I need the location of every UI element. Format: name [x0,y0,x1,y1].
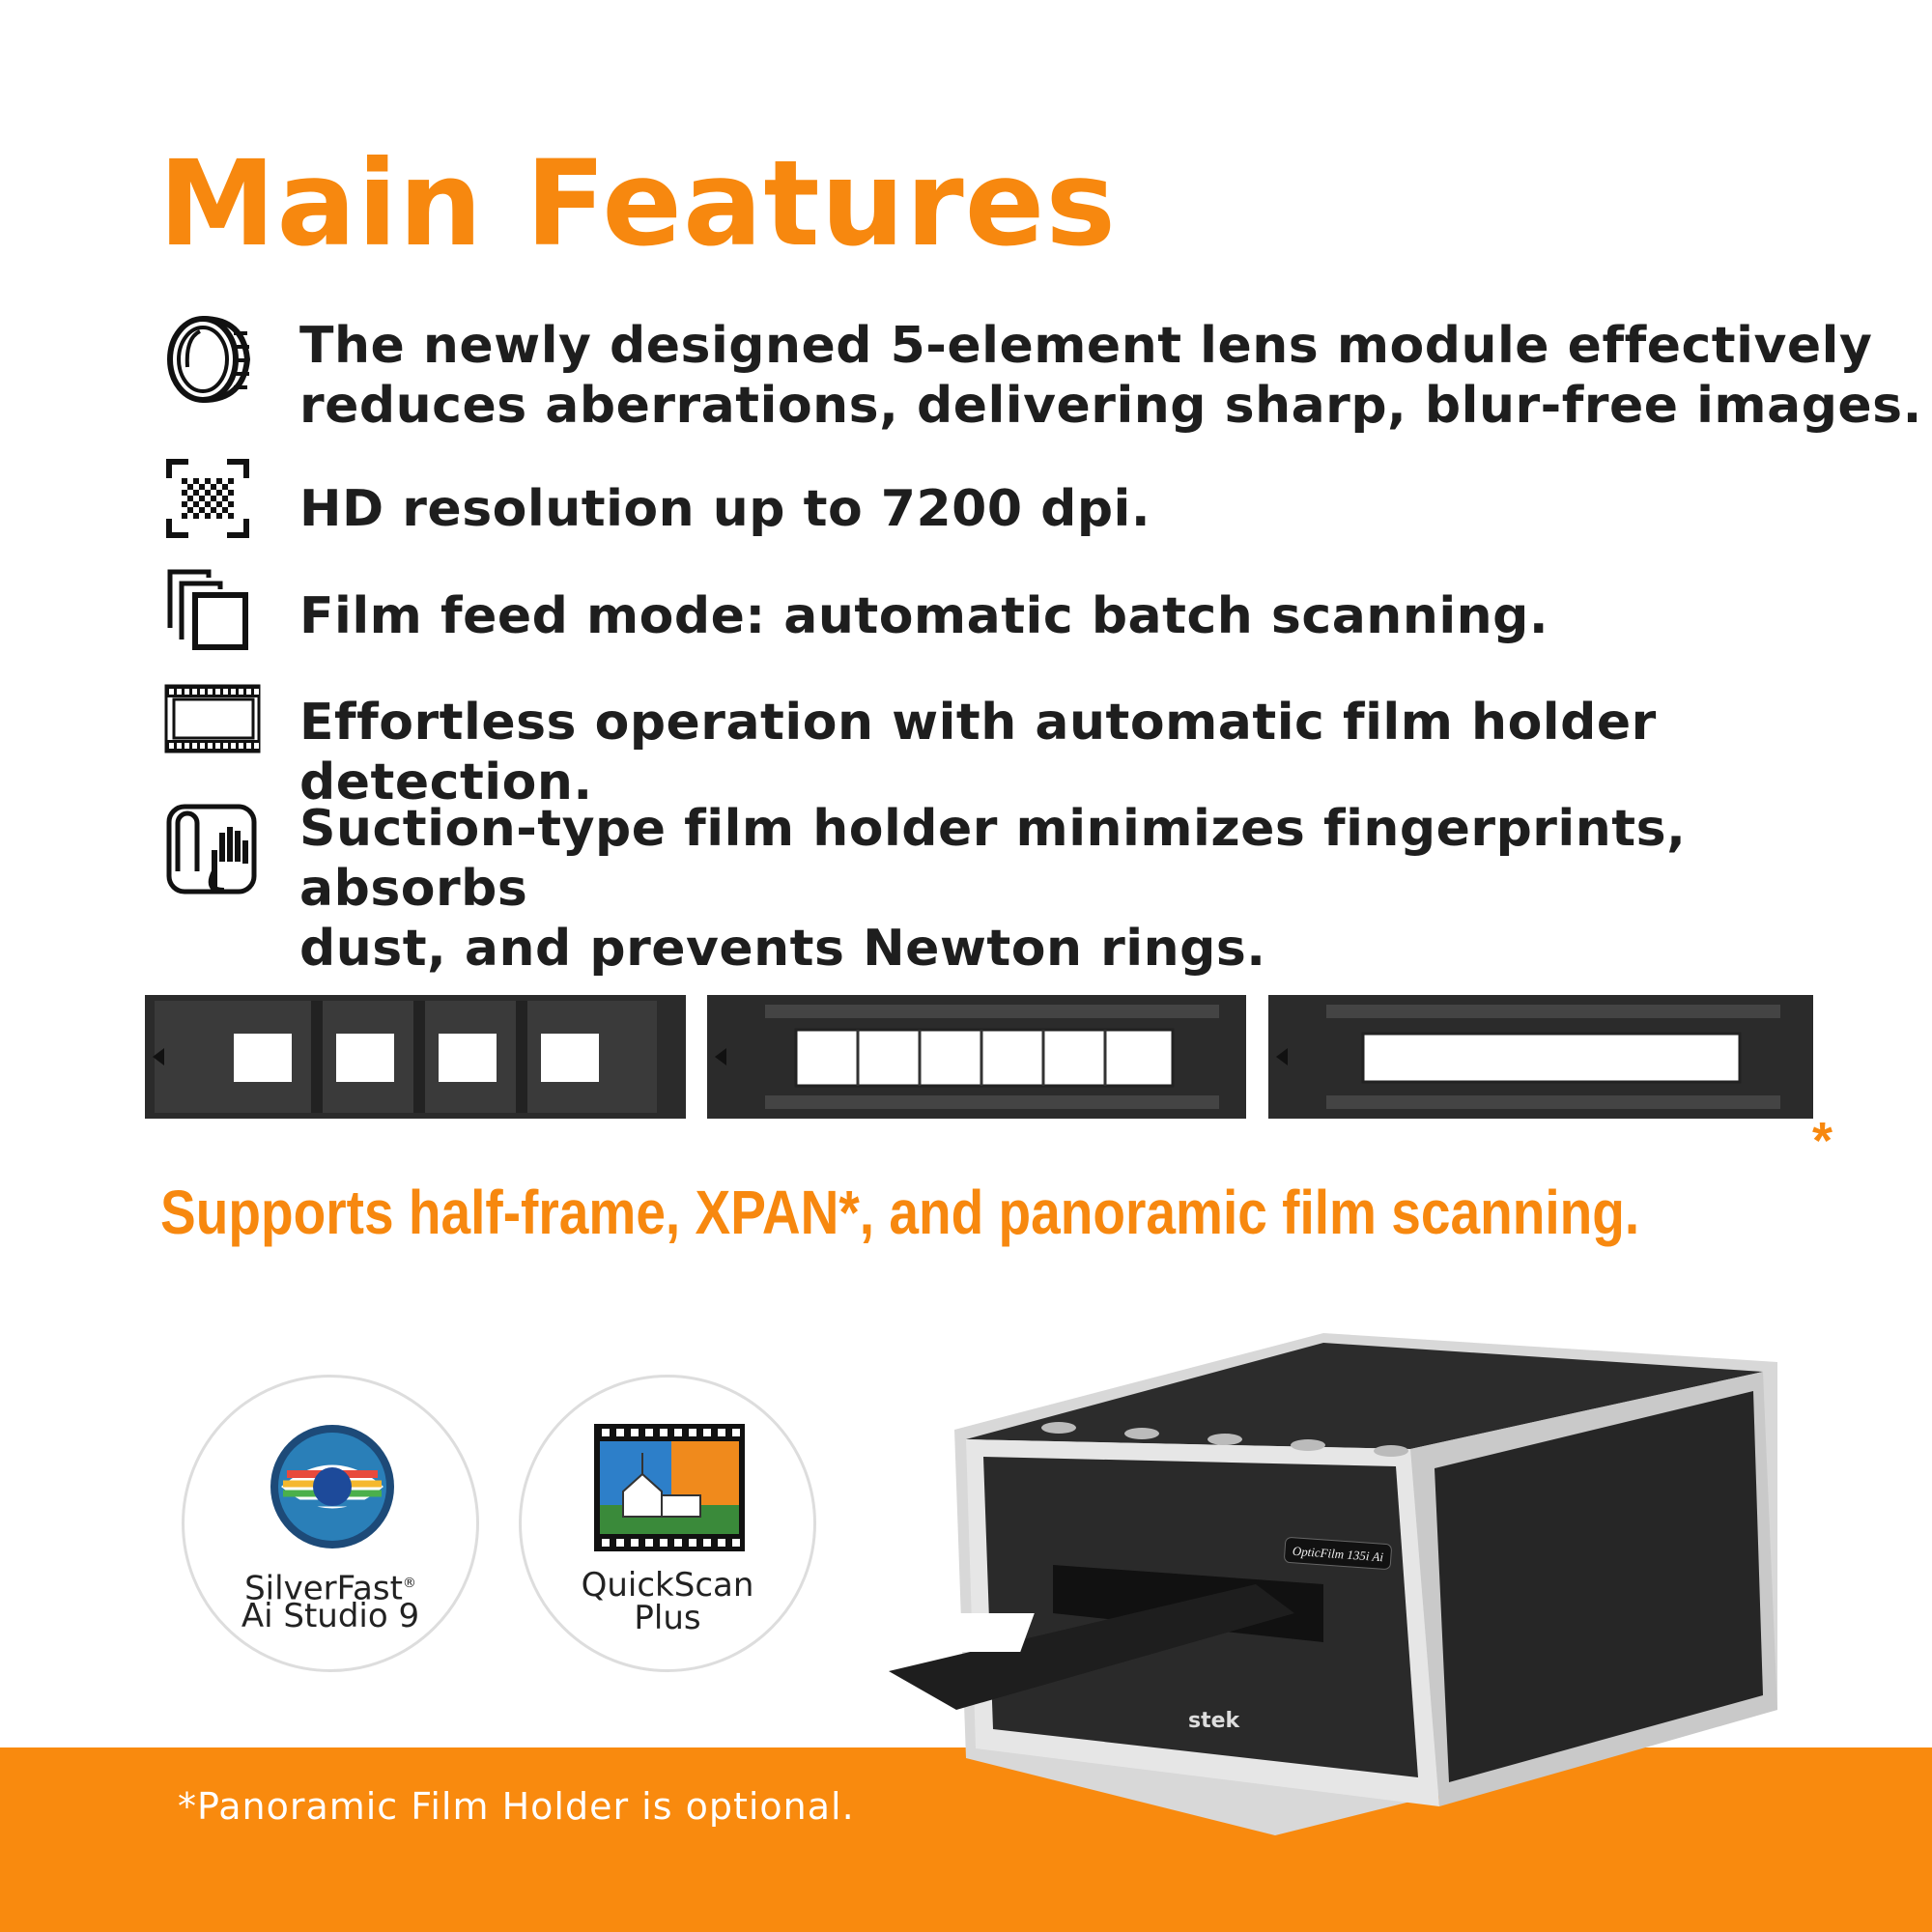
scanner-brand: stek [1188,1709,1241,1733]
software-name: SilverFast [244,1569,403,1608]
feature-film-feed: Film feed mode: automatic batch scanning… [299,587,1549,645]
footnote: *Panoramic Film Holder is optional. [178,1785,855,1828]
support-text: Supports half-frame, XPAN*, and panorami… [160,1178,1640,1247]
feature-lens: The newly designed 5-element lens module… [299,316,1922,436]
software-version: Ai Studio 9 [241,1597,420,1635]
slide-film-holder-image [145,995,686,1119]
silverfast-logo-icon [270,1425,394,1548]
feature-suction-holder: Suction-type film holder minimizes finge… [299,799,1932,979]
feature-holder-detection: Effortless operation with automatic film… [299,694,1657,811]
feature-text: Suction-type film holder minimizes finge… [299,800,1687,918]
quickscan-logo-icon [594,1424,745,1551]
stacked-frames-icon [167,569,248,650]
software-name-line2: Plus [634,1599,701,1637]
scanner-product-image: OpticFilm 135i Ai stek [889,1333,1777,1835]
silverfast-badge: SilverFast® Ai Studio 9 [182,1375,479,1672]
page-title: Main Features [158,135,1118,272]
film-strip-icon [164,684,261,753]
feature-text: The newly designed 5-element lens module… [299,317,1873,375]
suction-hand-icon [166,804,257,895]
feature-text: dust, and prevents Newton rings. [299,920,1266,978]
feature-resolution: HD resolution up to 7200 dpi. [299,480,1151,538]
strip-film-holder-image [707,995,1246,1119]
software-name: QuickScan [581,1566,754,1605]
footer-bar [0,1747,1932,1932]
feature-text: reduces aberrations, delivering sharp, b… [299,377,1922,435]
scanner-model-badge: OpticFilm 135i Ai [1292,1544,1384,1565]
registered-mark: ® [402,1576,416,1591]
resolution-grid-icon [166,459,249,538]
panoramic-asterisk: * [1812,1112,1833,1170]
lens-icon [167,316,251,403]
panoramic-film-holder-image [1268,995,1813,1119]
quickscan-badge: QuickScan Plus [519,1375,816,1672]
